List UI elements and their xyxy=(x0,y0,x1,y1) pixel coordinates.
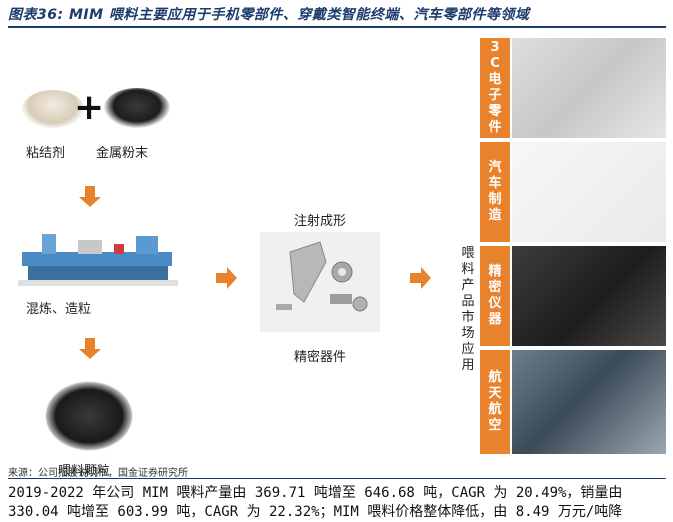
application-label: 汽车制造 xyxy=(488,160,502,223)
application-tab: 3C电子零件 xyxy=(480,38,510,138)
application-label: 精密仪器 xyxy=(488,264,502,327)
application-panel-auto: 汽车制造 xyxy=(480,142,666,242)
mim-process-figure: + 粘结剂 金属粉末 混炼、造粒 喂料颗粒 注射成形 精密器件 喂料产品市场应用 xyxy=(8,32,666,479)
application-tab: 精密仪器 xyxy=(480,246,510,346)
mixing-machine-image xyxy=(18,234,178,286)
source-note: 来源：公司招股说明书，国金证券研究所 xyxy=(8,468,188,479)
application-panel-aerospace: 航天航空 xyxy=(480,350,666,454)
metal-powder-label: 金属粉末 xyxy=(96,146,149,161)
3c-parts-photo xyxy=(512,38,666,138)
precision-parts-image xyxy=(260,232,380,332)
instrument-parts-photo xyxy=(512,246,666,346)
application-tab: 汽车制造 xyxy=(480,142,510,242)
body-paragraph: 2019-2022 年公司 MIM 喂料产量由 369.71 吨增至 646.6… xyxy=(8,485,623,520)
application-tab: 航天航空 xyxy=(480,350,510,454)
market-application-label: 喂料产品市场应用 xyxy=(461,246,475,373)
application-label: 航天航空 xyxy=(488,370,502,433)
title-divider xyxy=(8,26,666,28)
pellet-label: 喂料颗粒 xyxy=(58,464,111,479)
application-panel-3c: 3C电子零件 xyxy=(480,38,666,138)
application-label: 3C电子零件 xyxy=(488,40,502,135)
plus-icon: + xyxy=(74,87,105,128)
application-panel-instrument: 精密仪器 xyxy=(480,246,666,346)
mixing-label: 混炼、造粒 xyxy=(26,302,92,317)
metal-powder-image xyxy=(104,88,170,128)
precision-parts-label: 精密器件 xyxy=(294,350,347,365)
binder-label: 粘结剂 xyxy=(26,146,66,161)
source-divider xyxy=(8,478,666,479)
jet-engine-photo xyxy=(512,350,666,454)
figure-title: 图表36: MIM 喂料主要应用于手机零部件、穿戴类智能终端、汽车零部件等领域 xyxy=(8,7,530,23)
auto-parts-photo xyxy=(512,142,666,242)
injection-label: 注射成形 xyxy=(294,214,347,229)
application-panels: 3C电子零件 汽车制造 精密仪器 航天航空 xyxy=(480,38,666,454)
binder-powder-image xyxy=(22,90,84,128)
feedstock-pellets-image xyxy=(46,382,132,450)
